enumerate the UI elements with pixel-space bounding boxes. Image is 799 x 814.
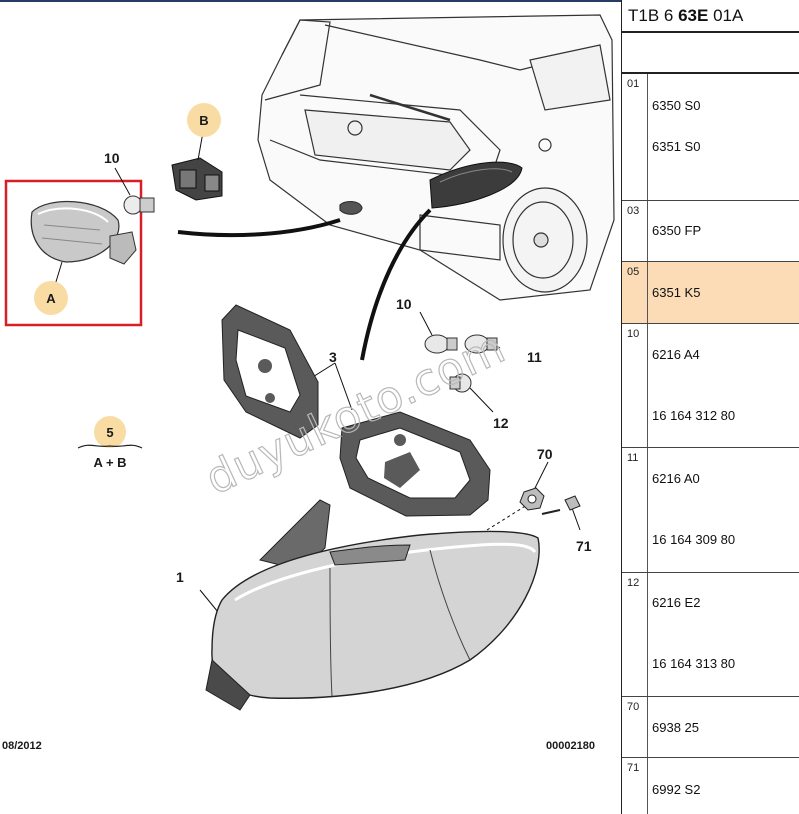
row-number: 01 [622,74,648,200]
row-number: 71 [622,758,648,814]
part-reference: 6350 FP [652,223,702,238]
part-reference: 6351 K5 [652,285,701,300]
leader-3b [334,362,353,411]
leader-10-side [114,167,131,196]
badge-a-circle [34,281,68,315]
gasket-lower [339,411,491,517]
callout-11: 11 [527,349,542,365]
badge-b-circle [187,103,221,137]
header-prefix: T1B 6 [628,6,679,25]
row-number: 05 [622,262,648,323]
panel-blank-row [622,33,799,74]
row-number: 11 [622,448,648,572]
callout-3: 3 [329,349,337,365]
leader-10-tail [419,311,433,336]
badge-kit-5: 5 A + B [77,416,143,470]
parts-row-70[interactable]: 70 6938 25 [622,697,799,758]
part-reference: 6216 E2 [652,595,701,610]
panel-header: T1B 6 63E 01A [622,0,799,33]
tail-lamp-assembly [205,499,540,711]
parts-row-11[interactable]: 11 6216 A0 16 164 309 80 [622,448,799,573]
part-reference: 16 164 313 80 [652,656,736,671]
part-reference: 6351 S0 [652,139,701,154]
parts-row-10[interactable]: 10 6216 A4 16 164 312 80 [622,324,799,448]
highlight-frame [4,179,143,327]
callout-1: 1 [176,569,184,585]
callout-12: 12 [493,415,509,431]
nut-70 [519,487,545,511]
part-reference: 6350 S0 [652,98,701,113]
badge-5-circle [94,416,126,448]
parts-row-05[interactable]: 05 6351 K5 [622,262,799,324]
parts-row-01[interactable]: 01 6350 S0 6351 S0 [622,74,799,201]
screw-71 [541,495,581,515]
part-reference: 6216 A4 [652,347,700,362]
part-reference: 16 164 309 80 [652,532,736,547]
bulb-10-side [123,195,155,215]
row-number: 03 [622,201,648,261]
part-reference: 6938 25 [652,720,699,735]
callout-70: 70 [537,446,553,462]
leader-70 [533,461,549,491]
side-repeater-lamp [30,200,137,265]
bulb-10-tail [424,334,458,354]
header-bold: 63E [678,6,709,25]
parts-row-12[interactable]: 12 6216 E2 16 164 313 80 [622,573,799,697]
car-rear-illustration [257,14,615,301]
parts-row-71[interactable]: 71 6992 S2 [622,758,799,814]
car-tail-light [429,161,523,209]
diagram-canvas: 10 10 11 12 3 70 71 1 B A 5 A + B duyuko… [0,0,622,752]
badge-a-label: A [46,291,56,306]
callout-10-tail: 10 [396,296,412,312]
badge-b-label: B [199,113,208,128]
date-code: 08/2012 [2,740,42,752]
leader-12 [469,387,494,413]
row-number: 10 [622,324,648,447]
bulb-11 [464,334,498,354]
leader-arrow-tail-light [360,208,432,361]
part-reference: 16 164 312 80 [652,408,736,423]
row-number: 12 [622,573,648,696]
leader-a [54,261,63,286]
leader-arrow-side-repeater [177,218,341,238]
gasket-upper [221,304,319,439]
parts-row-03[interactable]: 03 6350 FP [622,201,799,262]
badge-5-caption: A + B [93,455,126,470]
leader-71 [571,507,581,531]
part-reference: 6216 A0 [652,471,700,486]
callout-71: 71 [576,538,592,554]
drawing-number: 00002180 [546,740,595,752]
badge-5-label: 5 [106,425,113,440]
leader-1 [199,589,219,613]
parts-reference-panel: T1B 6 63E 01A 01 6350 S0 6351 S0 03 6350… [621,0,799,814]
callout-10-side: 10 [104,150,120,166]
bulb-12 [449,373,472,393]
part-reference: 6992 S2 [652,782,701,797]
row-number: 70 [622,697,648,757]
exploded-parts-diagram: 10 10 11 12 3 70 71 1 B A 5 A + B duyuko… [0,0,622,752]
header-suffix: 01A [708,6,744,25]
bulb-holder-b [171,157,223,201]
